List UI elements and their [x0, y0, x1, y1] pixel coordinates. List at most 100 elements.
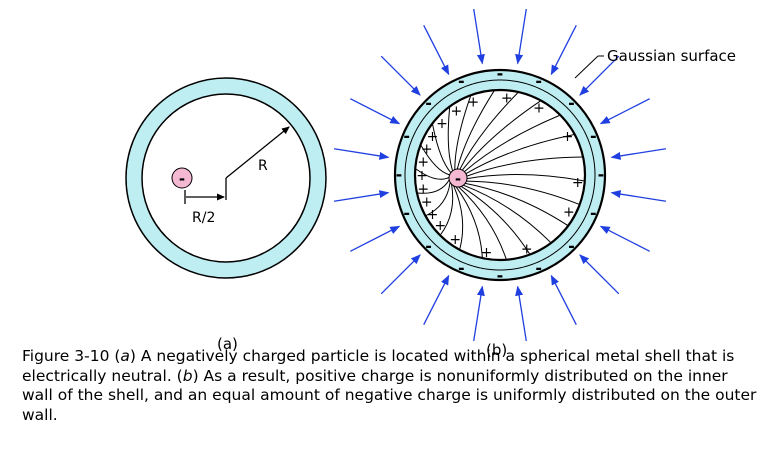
sub-label-b: (b) [486, 341, 507, 359]
positive-charge: + [434, 218, 446, 234]
field-arrow [515, 8, 527, 65]
field-arrow [599, 225, 650, 252]
positive-charge: + [467, 95, 479, 111]
particle-sign-b: - [455, 170, 461, 188]
negative-charge: - [535, 258, 542, 277]
positive-charge: + [436, 116, 448, 132]
internal-field-line [458, 186, 507, 259]
caption-a: a [120, 347, 130, 365]
figure-caption: Figure 3-10 (a) A negatively charged par… [22, 347, 762, 425]
positive-charge: + [421, 141, 433, 157]
outer-negative-charges: ---------------- [396, 64, 605, 285]
negative-charge: - [568, 94, 575, 113]
negative-charge: - [598, 165, 605, 184]
field-arrow [423, 274, 450, 325]
external-field-arrows [333, 8, 667, 342]
field-arrow [380, 254, 421, 295]
radius-label: R [258, 158, 268, 174]
field-arrow [350, 225, 401, 252]
radius-arrow [225, 126, 290, 179]
positive-charge: + [421, 195, 433, 211]
positive-charge: + [427, 207, 439, 223]
internal-field-line [465, 134, 574, 175]
positive-charge: + [562, 129, 574, 145]
field-arrow [610, 190, 667, 202]
positive-charge: + [416, 168, 428, 184]
positive-charge: + [481, 245, 493, 261]
caption-mid1: ) A negatively charged particle is locat… [22, 347, 735, 385]
offset-label: R/2 [192, 210, 215, 226]
particle-sign: - [179, 170, 185, 188]
positive-charge: + [449, 232, 461, 248]
positive-charge: + [572, 175, 584, 191]
field-arrow [333, 190, 390, 202]
gaussian-surface-label: Gaussian surface [607, 47, 736, 65]
field-arrow [610, 148, 667, 160]
field-arrow [599, 98, 650, 125]
negative-charge: - [458, 258, 465, 277]
negative-charge: - [403, 204, 410, 223]
internal-field-line [455, 186, 483, 258]
positive-charge: + [501, 90, 513, 106]
field-arrow [423, 25, 450, 76]
panel-a: - R R/2 (a) [125, 77, 327, 353]
field-arrow [380, 55, 421, 96]
internal-field-line [459, 92, 519, 170]
positive-charge: + [427, 129, 439, 145]
internal-field-line [440, 184, 454, 235]
gaussian-surface [404, 79, 596, 271]
internal-field-line [466, 174, 584, 182]
caption-b: b [182, 366, 193, 385]
sub-label-a: (a) [217, 335, 238, 353]
negative-charge: - [425, 236, 432, 255]
field-arrow [350, 98, 401, 125]
internal-field-line [453, 185, 464, 249]
positive-charge: + [417, 155, 429, 171]
positive-charge: + [521, 241, 533, 257]
negative-charge: - [590, 126, 597, 145]
negative-charge: - [497, 64, 504, 83]
panel-b: +++++++++++++++++++ ---------------- - G… [333, 8, 736, 359]
positive-charge: + [563, 205, 575, 221]
negative-charge: - [497, 266, 504, 285]
internal-field-line [447, 107, 454, 171]
caption-lead: Figure 3-10 ( [22, 347, 121, 365]
field-arrow [333, 148, 390, 160]
positive-charge: + [533, 101, 545, 117]
internal-field-line [461, 100, 541, 171]
internal-field-line [415, 168, 450, 180]
inner-positive-charges: +++++++++++++++++++ [416, 90, 583, 260]
gaussian-leader-line [574, 55, 599, 79]
internal-field-lines [415, 90, 584, 259]
positive-charge: + [417, 182, 429, 198]
field-arrow [579, 254, 620, 295]
internal-field-line [456, 90, 495, 170]
field-arrow [473, 8, 485, 65]
negative-charge: - [458, 72, 465, 91]
internal-field-line [464, 115, 560, 172]
charged-particle-b [448, 168, 468, 188]
negative-charge: - [590, 204, 597, 223]
internal-field-line [466, 156, 583, 177]
internal-field-line [465, 182, 568, 226]
internal-field-line [466, 180, 579, 205]
internal-field-line [420, 145, 450, 176]
positive-charge: + [451, 103, 463, 119]
field-arrow [473, 285, 485, 342]
negative-charge: - [535, 72, 542, 91]
internal-field-line [417, 179, 450, 194]
field-arrow [550, 25, 577, 76]
internal-field-line [426, 182, 451, 216]
internal-field-line [463, 184, 551, 243]
negative-charge: - [425, 94, 432, 113]
field-arrow [515, 285, 527, 342]
internal-field-line [460, 185, 530, 254]
negative-charge: - [568, 236, 575, 255]
field-arrow [579, 55, 620, 96]
caption-mid2: ) As a result, positive charge is nonuni… [22, 366, 757, 424]
internal-field-line [454, 96, 471, 170]
internal-field-line [432, 124, 452, 173]
field-arrow [550, 274, 577, 325]
negative-charge: - [403, 126, 410, 145]
